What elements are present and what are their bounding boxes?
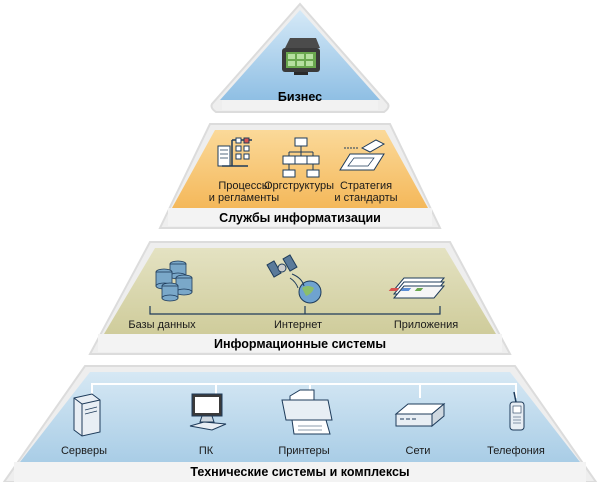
label-databases: Базы данных	[128, 319, 196, 331]
label-telephony: Телефония	[487, 445, 545, 457]
label-servers: Серверы	[61, 445, 107, 457]
tier-business: Бизнес	[210, 2, 390, 113]
label-processes-2: и регламенты	[209, 192, 280, 204]
monitor-icon	[189, 393, 227, 431]
tier-services: Процессы и регламенты Оргструктуры Страт…	[158, 123, 442, 229]
tier-info-systems: Базы данных Интернет Приложения Информац…	[88, 241, 512, 355]
tier-services-title: Службы информатизации	[219, 211, 381, 225]
tier-tech-systems: Серверы ПК Принтеры Сети	[2, 365, 598, 482]
tier-tech-title: Технические системы и комплексы	[190, 465, 409, 479]
database-stack-icon	[155, 260, 193, 302]
printer-icon	[281, 389, 333, 435]
mobile-phone-icon	[509, 391, 525, 431]
label-apps: Приложения	[394, 319, 458, 331]
tier-business-title: Бизнес	[278, 90, 322, 104]
server-tower-icon	[73, 393, 101, 437]
org-chart-icon	[282, 137, 320, 178]
connector-line	[149, 306, 441, 315]
label-internet: Интернет	[274, 319, 322, 331]
document-stack-icon	[388, 277, 446, 299]
briefcase-icon	[282, 38, 320, 75]
tier-info-title: Информационные системы	[214, 337, 386, 351]
label-networks: Сети	[406, 445, 431, 457]
satellite-globe-icon	[266, 254, 322, 304]
label-printers: Принтеры	[278, 445, 329, 457]
label-strategy-1: Стратегия	[340, 180, 392, 192]
label-strategy-2: и стандарты	[334, 192, 397, 204]
clipboard-process-icon	[217, 137, 252, 167]
network-switch-icon	[394, 402, 446, 428]
blueprint-icon	[339, 139, 386, 171]
label-pc: ПК	[199, 445, 214, 457]
label-processes-1: Процессы	[218, 180, 269, 192]
label-org: Оргструктуры	[264, 180, 334, 192]
